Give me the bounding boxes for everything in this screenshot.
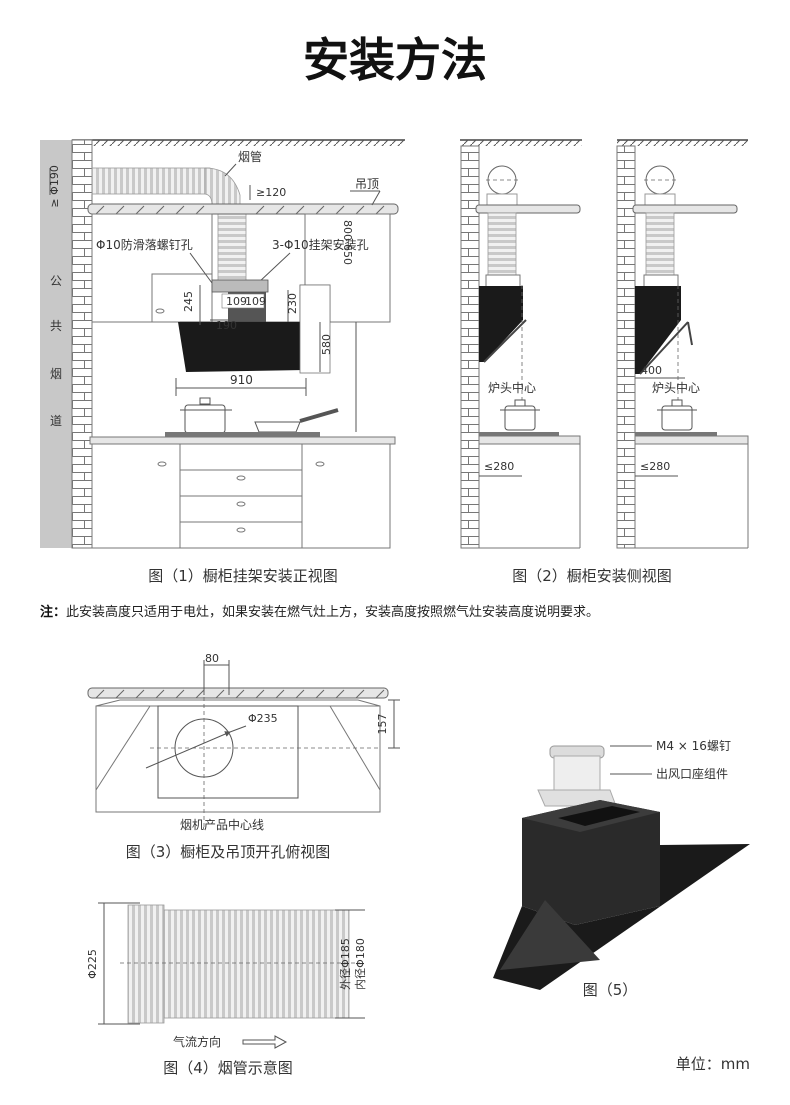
drawer-4 bbox=[179, 521, 303, 549]
dim-ge120: ≥120 bbox=[256, 186, 286, 199]
dim-phi190: Φ190 bbox=[48, 165, 61, 195]
figure-2-side-view: 炉头中心 ≤280 400 炉头中心 ≤280 bbox=[460, 139, 749, 549]
fig3-d157: 157 bbox=[376, 714, 389, 735]
dim-910: 910 bbox=[230, 373, 253, 387]
flue-char-1: 公 bbox=[50, 274, 62, 288]
dim-190: 190 bbox=[216, 319, 237, 332]
dim-109b: 109 bbox=[245, 295, 266, 308]
dim-245: 245 bbox=[182, 291, 195, 312]
duct-horizontal bbox=[91, 167, 211, 195]
figure-3-top-view: 80 Φ235 157 烟机产品中心线 bbox=[87, 652, 400, 832]
flue-char-3: 烟 bbox=[50, 367, 62, 381]
dim-230: 230 bbox=[286, 293, 299, 314]
install-note: 注：此安装高度只适用于电灶，如果安装在燃气灶上方，安装高度按照燃气灶安装高度说明… bbox=[40, 604, 599, 620]
fig4-airflow: 气流方向 bbox=[173, 1034, 221, 1049]
fig4-outer-diameter: 外径Φ185 bbox=[339, 938, 352, 990]
figure-1-caption: 图（1）橱柜挂架安装正视图 bbox=[148, 567, 338, 585]
figure-5-caption: 图（5） bbox=[583, 981, 638, 999]
base-cabinet-left bbox=[91, 443, 181, 549]
drawer-1 bbox=[179, 443, 303, 471]
label-hang-holes: 3-Φ10挂架安装孔 bbox=[272, 237, 369, 252]
dim-109a: 109 bbox=[226, 295, 247, 308]
fig3-centerline: 烟机产品中心线 bbox=[180, 817, 264, 832]
page-title: 安装方法 bbox=[303, 33, 487, 87]
fig2b-le280: ≤280 bbox=[640, 460, 670, 473]
drawer-2 bbox=[179, 469, 303, 497]
flue-char-2: 共 bbox=[50, 319, 62, 333]
suspended-ceiling bbox=[87, 203, 399, 215]
figure-1-front-view: Φ190 ≥ 公 共 烟 道 烟管 吊顶 ≥120 800 650 Φ10防滑落… bbox=[40, 139, 405, 549]
public-flue-wall bbox=[40, 140, 72, 548]
flue-char-4: 道 bbox=[50, 414, 62, 428]
figure-2-caption: 图（2）橱柜安装侧视图 bbox=[512, 567, 672, 585]
fig2b-stove-center: 炉头中心 bbox=[652, 380, 700, 395]
duct-body bbox=[163, 909, 350, 1019]
duct-vertical bbox=[217, 204, 247, 281]
airflow-arrow-icon bbox=[242, 1035, 288, 1049]
dim-ge: ≥ bbox=[48, 198, 61, 207]
duct-elbow bbox=[204, 167, 241, 206]
fig5-screw: M4 × 16螺钉 bbox=[656, 739, 731, 753]
fig2a-stove-center: 炉头中心 bbox=[488, 380, 536, 395]
fig5-outlet: 出风口座组件 bbox=[656, 766, 728, 781]
figure-3-caption: 图（3）橱柜及吊顶开孔俯视图 bbox=[126, 843, 331, 861]
drawer-3 bbox=[179, 495, 303, 523]
label-ceiling: 吊顶 bbox=[355, 177, 379, 191]
fig2b-d400: 400 bbox=[641, 364, 662, 377]
fig4-phi225: Φ225 bbox=[86, 949, 99, 979]
note-text: 此安装高度只适用于电灶，如果安装在燃气灶上方，安装高度按照燃气灶安装高度说明要求… bbox=[66, 604, 599, 620]
figure-4-duct: Φ225 外径Φ185 内径Φ180 气流方向 bbox=[86, 902, 367, 1049]
dim-650: 650 bbox=[341, 244, 354, 265]
fig3-phi235: Φ235 bbox=[248, 712, 278, 725]
label-duct: 烟管 bbox=[238, 149, 262, 164]
dim-800: 800 bbox=[341, 220, 354, 241]
fig3-d80: 80 bbox=[205, 652, 219, 665]
unit-label: 单位：mm bbox=[676, 1055, 750, 1073]
note-prefix: 注： bbox=[40, 604, 66, 620]
figure-4-caption: 图（4）烟管示意图 bbox=[163, 1059, 293, 1077]
label-anti-slip-hole: Φ10防滑落螺钉孔 bbox=[96, 237, 193, 252]
fig4-inner-diameter: 内径Φ180 bbox=[353, 938, 367, 990]
figure-5-hood-render: M4 × 16螺钉 出风口座组件 bbox=[493, 739, 750, 990]
base-cabinet-right bbox=[301, 443, 391, 549]
hood-body bbox=[178, 322, 305, 372]
fig2a-le280: ≤280 bbox=[484, 460, 514, 473]
dim-580: 580 bbox=[320, 334, 333, 355]
